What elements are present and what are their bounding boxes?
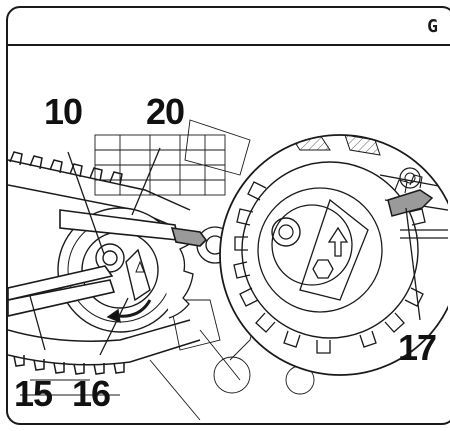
callout-17: 17 — [398, 327, 437, 368]
arrow-up-icon — [327, 226, 349, 257]
callout-16: 16 — [72, 373, 111, 414]
tool-rod-16 — [8, 265, 114, 302]
header-rule — [8, 44, 450, 46]
callout-20: 20 — [146, 91, 185, 132]
callout-15: 15 — [14, 373, 53, 414]
hex-nut-icon — [312, 259, 334, 279]
engine-background — [20, 119, 315, 421]
section-letter: G — [427, 16, 438, 37]
timing-belt-lower — [8, 319, 201, 375]
callout-10: 10 — [44, 91, 83, 132]
rotation-arrow-icon — [117, 299, 152, 318]
zoom-detail-circle — [219, 134, 448, 376]
locking-pin — [59, 209, 208, 247]
leader-lines — [29, 147, 421, 356]
tool-rod-15 — [8, 279, 116, 318]
